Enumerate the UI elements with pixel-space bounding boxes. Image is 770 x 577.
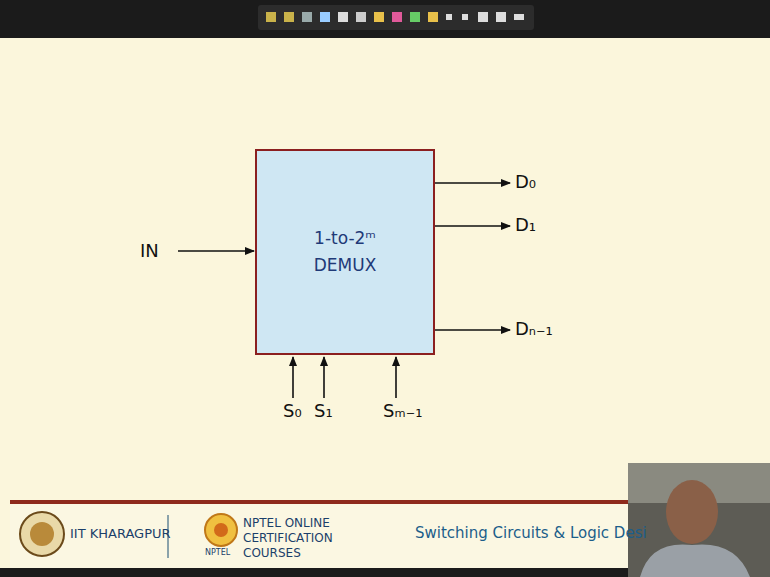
iit-logo	[20, 512, 64, 556]
signal-name: S₀	[283, 400, 302, 421]
top-bar	[0, 0, 770, 38]
signal-name: D₁	[515, 214, 536, 235]
signal-name: Sₘ₋₁	[383, 400, 422, 421]
signal-name: S₁	[314, 400, 333, 421]
signal-name: IN	[140, 240, 159, 261]
institute-name: IIT KHARAGPUR	[70, 526, 171, 541]
logo-caption: NPTEL	[205, 548, 230, 557]
signal-name: Dₙ₋₁	[515, 318, 553, 339]
signal-name: D₀	[515, 171, 536, 192]
demux-block: 1-to-2ᵐ DEMUX	[255, 149, 435, 355]
course-banner: NPTEL ONLINE CERTIFICATION COURSES	[243, 516, 393, 561]
toolbar-icons	[266, 12, 524, 22]
course-title: Switching Circuits & Logic Desi	[415, 524, 647, 542]
toolbar	[258, 5, 534, 30]
presenter-video	[628, 463, 770, 577]
nptel-logo	[205, 514, 237, 546]
block-label: 1-to-2ᵐ DEMUX	[290, 225, 400, 279]
